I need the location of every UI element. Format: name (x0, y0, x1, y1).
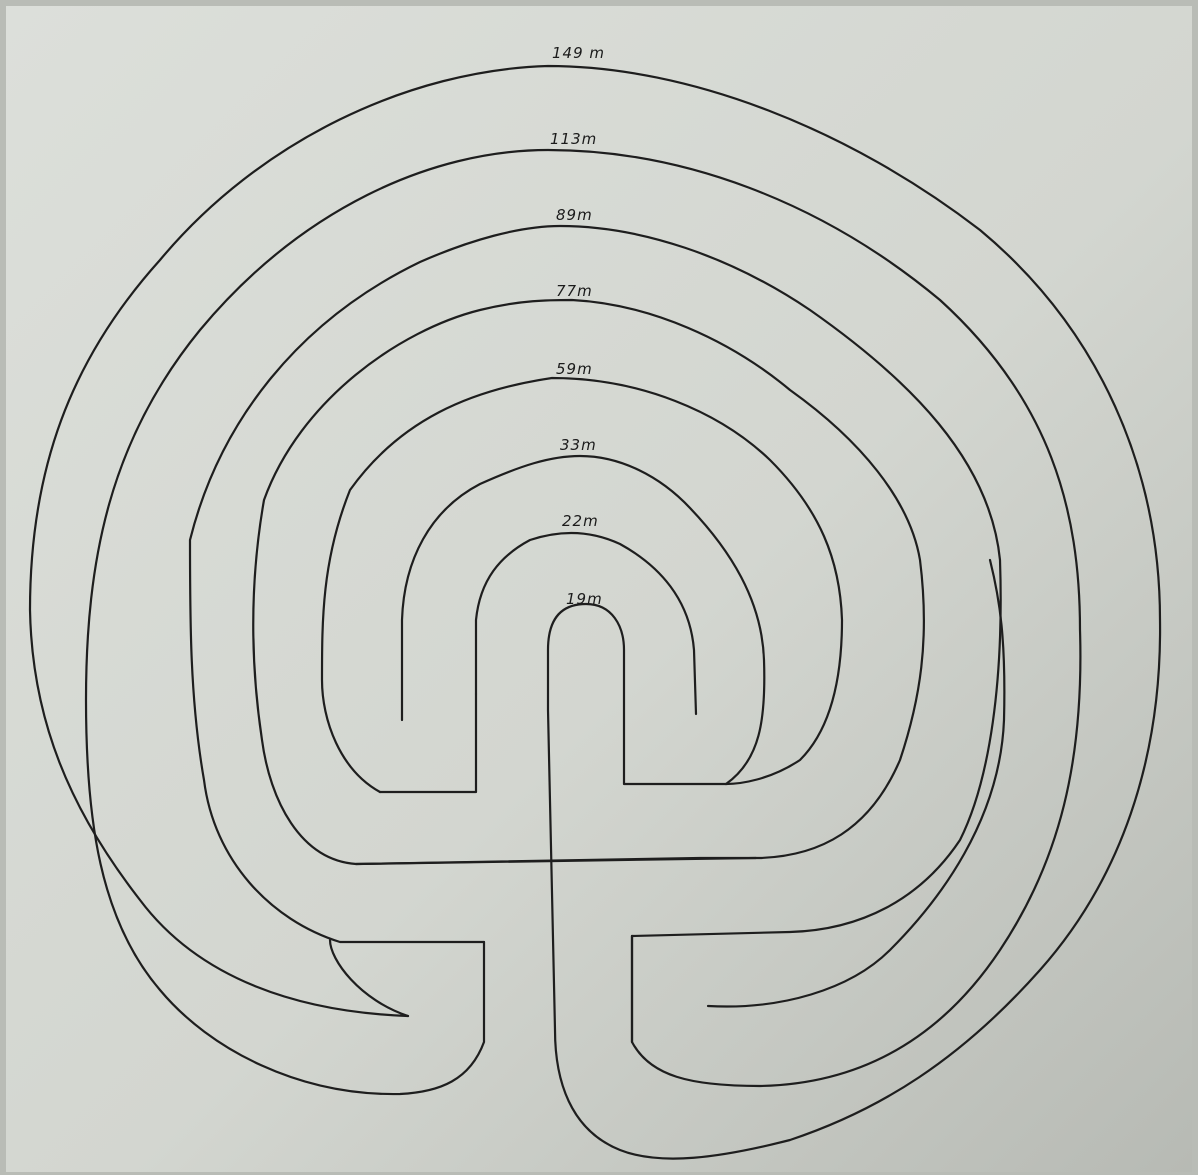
ring-label-7: 22m (562, 512, 599, 530)
ring-label-6: 33m (560, 436, 597, 454)
ring-label-1: 149 m (552, 44, 605, 62)
ring-label-4: 77m (556, 282, 593, 300)
ring-label-5: 59m (556, 360, 593, 378)
ring-label-2: 113m (550, 130, 597, 148)
ring-label-8: 19m (566, 590, 603, 608)
ring-label-3: 89m (556, 206, 593, 224)
